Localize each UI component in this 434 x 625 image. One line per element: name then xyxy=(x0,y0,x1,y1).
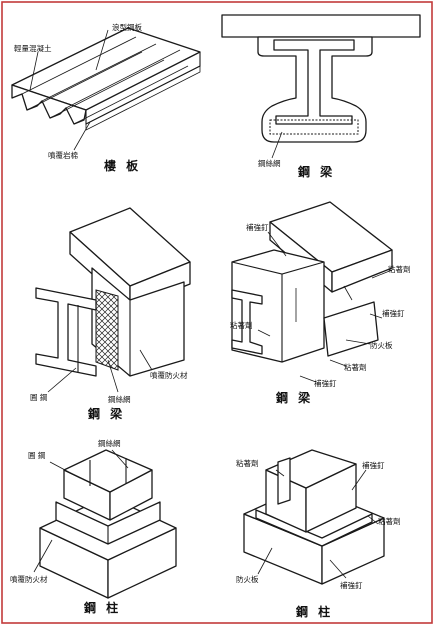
label-column5-round-steel: 圓 鋼 xyxy=(28,450,45,460)
steel-beam-section-panel: 鋼絲網 鋼 梁 xyxy=(221,14,421,179)
label-beam4-fireproof-board: 防火板 xyxy=(370,340,393,350)
caption-column5: 鋼 柱 xyxy=(83,600,121,615)
beam-sprayed-panel: 圓 鋼 鋼絲網 噴覆防火材 鋼 梁 xyxy=(30,207,191,421)
steel-i-section xyxy=(273,39,355,125)
label-column6-reinforce-nail-2: 補強釘 xyxy=(340,580,363,590)
label-column6-fireproof-board: 防火板 xyxy=(236,574,259,584)
label-column5-wire-mesh: 鋼絲網 xyxy=(98,438,121,448)
caption-beam3: 鋼 梁 xyxy=(87,406,125,421)
beam-wire-mesh xyxy=(269,119,359,135)
column-boarded-panel: 粘著劑 補強釘 粘著劑 防火板 補強釘 鋼 柱 xyxy=(236,449,401,619)
caption-beam-section: 鋼 梁 xyxy=(297,164,335,179)
beam-top-slab xyxy=(221,14,421,38)
label-deck-plate: 浪型鋼板 xyxy=(112,22,142,32)
floor-slab-panel: 輕量混凝土 浪型鋼板 噴覆岩棉 樓 板 xyxy=(11,22,201,173)
label-beam4-adhesive-2: 粘著劑 xyxy=(230,320,253,330)
label-column6-adhesive-2: 粘著劑 xyxy=(378,516,401,526)
label-beam4-reinforce-nail-3: 補強釘 xyxy=(314,378,337,388)
column-sprayed-panel: 圓 鋼 鋼絲網 噴覆防火材 鋼 柱 xyxy=(10,438,177,615)
label-column6-adhesive-1: 粘著劑 xyxy=(236,458,259,468)
beam4-steel-end xyxy=(231,289,263,355)
column6-fireproof-board-base xyxy=(255,509,373,547)
label-column5-sprayed-fireproof: 噴覆防火材 xyxy=(10,574,48,584)
label-beam-wire-mesh: 鋼絲網 xyxy=(258,158,281,168)
label-beam3-sprayed-fireproof: 噴覆防火材 xyxy=(150,370,188,380)
beam3-steel-end xyxy=(35,287,97,377)
beam4-fireproof-board-box xyxy=(231,249,325,363)
label-beam3-wire-mesh: 鋼絲網 xyxy=(108,394,131,404)
label-beam4-reinforce-nail-2: 補強釘 xyxy=(382,308,405,318)
caption-floor-slab: 樓 板 xyxy=(104,158,141,173)
beam4-side-board xyxy=(323,301,379,357)
label-beam4-reinforce-nail-1: 補強釘 xyxy=(246,222,269,232)
label-column6-reinforce-nail-1: 補強釘 xyxy=(362,460,385,470)
label-sprayed-rockwool: 噴覆岩棉 xyxy=(48,150,78,160)
label-beam3-round-steel: 圓 鋼 xyxy=(30,392,47,402)
beam3-wire-mesh xyxy=(95,289,119,371)
label-beam4-adhesive-3: 粘著劑 xyxy=(344,362,367,372)
column6-steel xyxy=(277,457,291,505)
label-beam4-adhesive-1: 粘著劑 xyxy=(388,264,411,274)
caption-column6: 鋼 柱 xyxy=(295,604,333,619)
caption-beam4: 鋼 梁 xyxy=(275,390,313,405)
label-lightweight-concrete: 輕量混凝土 xyxy=(14,43,52,53)
sprayed-rockwool-layer xyxy=(85,65,201,131)
beam-boarded-panel: 補強釘 粘著劑 補強釘 粘著劑 防火板 粘著劑 補強釘 鋼 梁 xyxy=(230,201,411,405)
